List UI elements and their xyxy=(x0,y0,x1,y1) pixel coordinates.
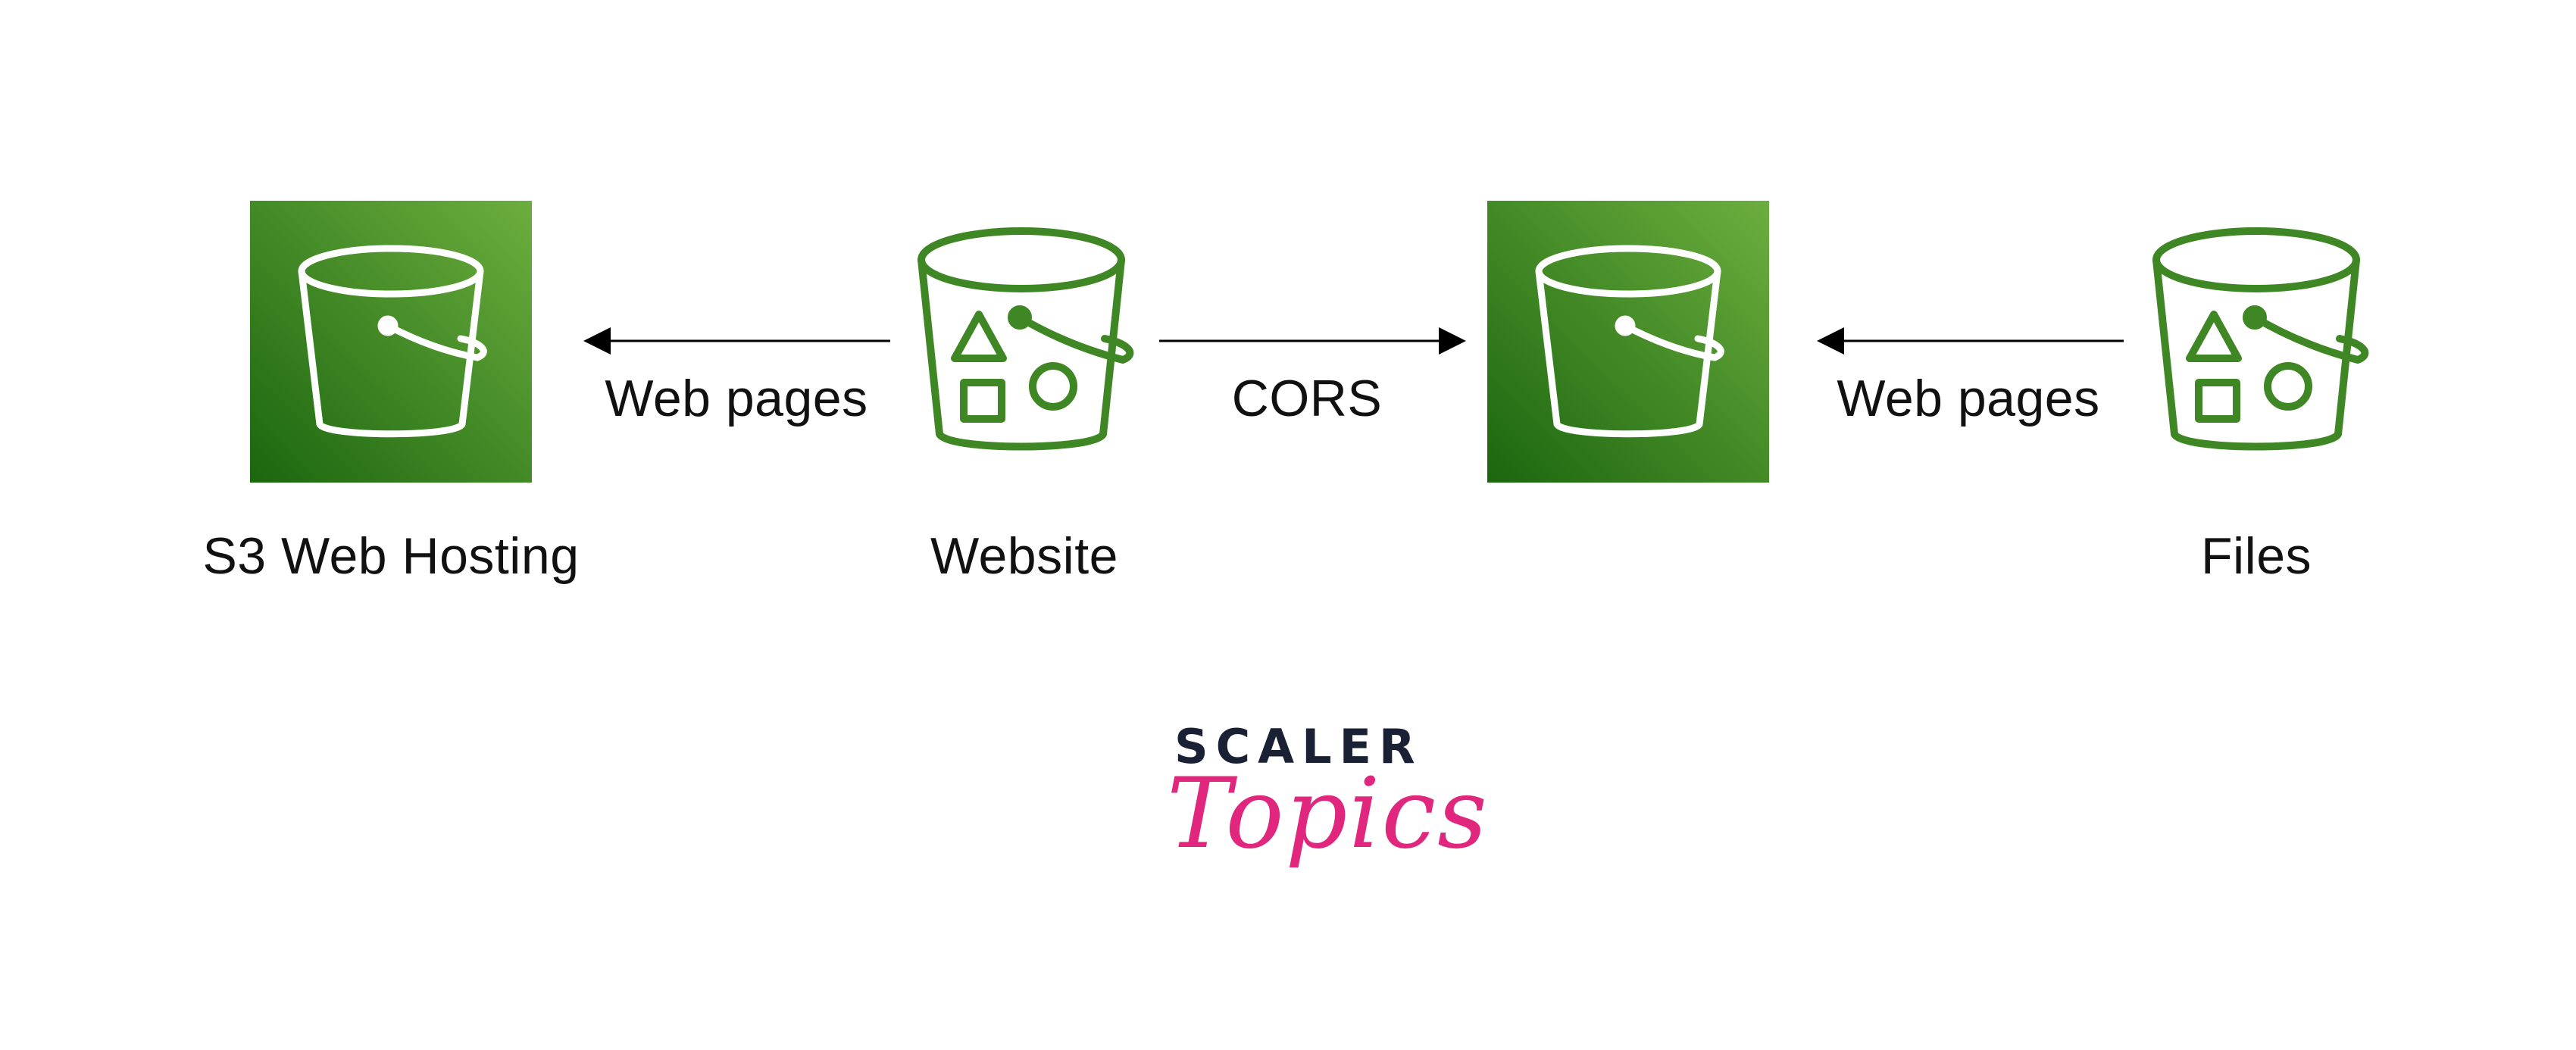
node-label-s3-web-hosting: S3 Web Hosting xyxy=(202,527,580,585)
s3-bucket-objects-icon xyxy=(2152,227,2369,451)
edge-label-web-pages-left: Web pages xyxy=(605,370,868,427)
arrow-cors xyxy=(1159,327,1466,355)
arrow-web-pages-left xyxy=(583,327,890,355)
logo-text-topics: Topics xyxy=(1167,758,1489,870)
scaler-topics-logo: SCALER Topics xyxy=(1167,719,1489,870)
s3-bucket-tile-icon xyxy=(250,201,532,483)
edge-label-web-pages-right: Web pages xyxy=(1837,370,2100,427)
node-label-files: Files xyxy=(2200,527,2312,585)
edge-label-cors: CORS xyxy=(1231,370,1383,427)
node-label-website: Website xyxy=(930,527,1118,585)
s3-bucket-objects-icon xyxy=(918,227,1134,451)
s3-bucket-tile-icon xyxy=(1487,201,1769,483)
arrow-web-pages-right xyxy=(1817,327,2124,355)
logo-text-scaler: SCALER xyxy=(1174,719,1423,774)
